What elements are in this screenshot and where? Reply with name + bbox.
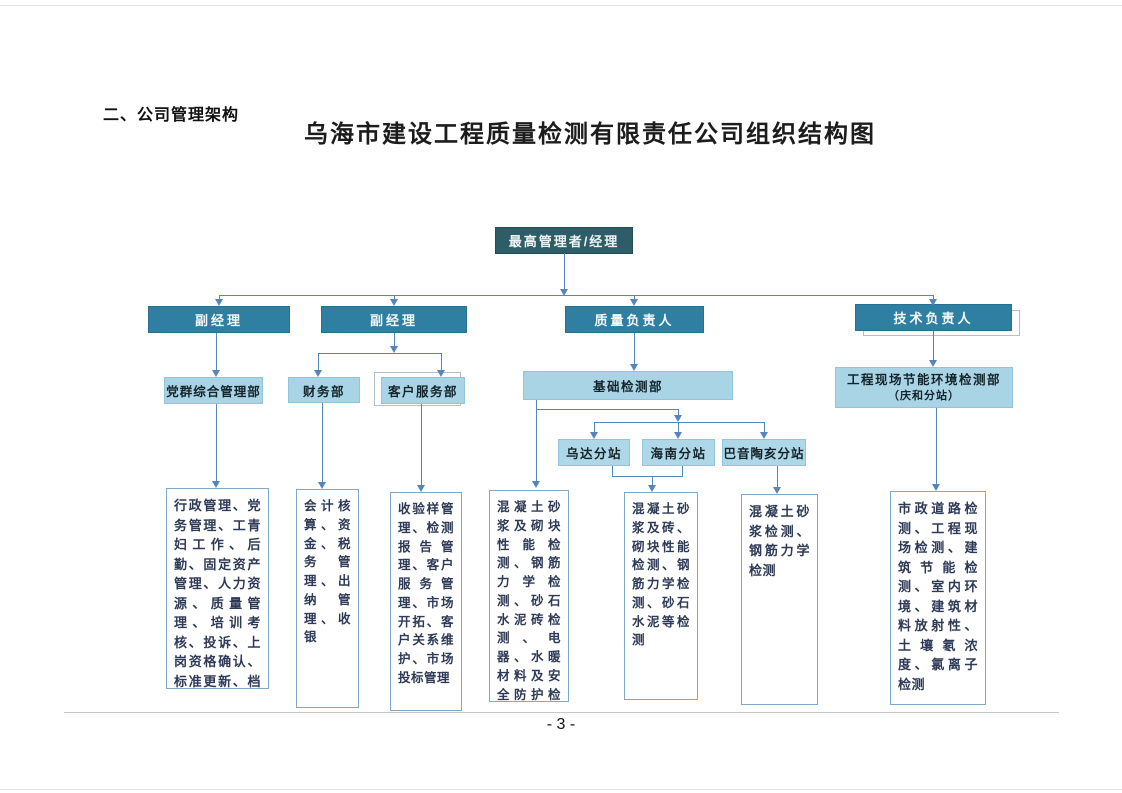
connector	[933, 331, 934, 360]
arrow-down-icon	[560, 289, 568, 296]
connector	[634, 295, 635, 299]
arrow-down-icon	[674, 415, 682, 422]
site-dept-label: 工程现场节能环境检测部	[846, 372, 1001, 387]
arrow-down-icon	[437, 370, 445, 377]
arrow-down-icon	[215, 299, 223, 306]
section-heading: 二、公司管理架构	[103, 107, 240, 124]
connector	[216, 404, 217, 481]
connector	[682, 466, 683, 476]
page-number: - 3 -	[546, 716, 576, 733]
connector	[764, 422, 765, 432]
duty-box-customer: 收验样管理、检测报告管理、客户服务管理、市场开拓、客户关系维护、市场投标管理	[390, 492, 462, 711]
arrow-down-icon	[390, 299, 398, 306]
chart-title: 乌海市建设工程质量检测有限责任公司组织结构图	[304, 121, 876, 148]
connector	[394, 295, 395, 299]
duty-box-bayintaohai: 混凝土砂浆检测、钢筋力学检测	[741, 494, 818, 705]
arrow-down-icon	[630, 364, 638, 371]
org-node-hainan-station: 海南分站	[642, 439, 715, 466]
connector	[933, 295, 934, 299]
connector	[678, 422, 679, 432]
org-node-customer-service-dept: 客户服务部	[381, 377, 465, 404]
connector	[536, 409, 678, 410]
connector	[536, 400, 537, 481]
duty-box-basic-testing: 混凝土砂浆及砌块性能检测、钢筋力学检测、砂石水泥砖检测、电器、水暖材料及安全防护…	[489, 490, 569, 702]
duty-box-site: 市政道路检测、工程现场检测、建筑节能检测、室内环境、建筑材料放射性、土壤氡浓度、…	[890, 491, 986, 705]
connector	[394, 333, 395, 346]
org-node-basic-testing-dept: 基础检测部	[523, 371, 733, 400]
connector	[318, 353, 319, 370]
connector	[634, 333, 635, 364]
page-bottom-edge	[0, 789, 1122, 790]
duty-box-finance: 会计核算、资金、税务管理、出纳管理、收银	[296, 489, 359, 708]
arrow-down-icon	[212, 370, 220, 377]
org-node-wuda-station: 乌达分站	[558, 439, 630, 466]
connector	[421, 404, 422, 485]
arrow-down-icon	[929, 360, 937, 367]
arrow-down-icon	[648, 485, 656, 492]
org-node-technical-manager: 技术负责人	[855, 304, 1012, 331]
connector	[777, 466, 778, 487]
org-node-top-manager: 最高管理者/经理	[495, 227, 633, 254]
org-node-deputy-manager-2: 副经理	[321, 306, 467, 333]
duty-box-party: 行政管理、党务管理、工青妇工作、后勤、固定资产管理、人力资源、质量管理、培训考核…	[166, 488, 269, 689]
arrow-down-icon	[212, 481, 220, 488]
connector	[612, 466, 613, 476]
arrow-down-icon	[630, 299, 638, 306]
connector	[322, 403, 323, 482]
connector	[612, 476, 683, 477]
arrow-down-icon	[532, 481, 540, 488]
org-node-finance-dept: 财务部	[288, 377, 360, 403]
arrow-down-icon	[590, 432, 598, 439]
connector	[678, 409, 679, 415]
page-top-edge	[0, 5, 1122, 6]
duty-box-wuda-hainan: 混凝土砂浆及砖、砌块性能检测、钢筋力学检测、砂石水泥等检测	[624, 492, 698, 700]
connector	[564, 253, 565, 289]
connector	[219, 295, 933, 296]
site-dept-sublabel: （庆和分站）	[888, 389, 960, 402]
connector	[441, 353, 442, 370]
org-node-site-energy-env-dept: 工程现场节能环境检测部 （庆和分站）	[835, 367, 1013, 408]
connector	[594, 422, 595, 432]
arrow-down-icon	[674, 432, 682, 439]
arrow-down-icon	[314, 370, 322, 377]
connector	[219, 295, 220, 299]
org-node-party-mass-dept: 党群综合管理部	[164, 377, 263, 404]
footer-divider	[64, 712, 1059, 713]
connector	[318, 353, 441, 354]
org-node-quality-manager: 质量负责人	[565, 306, 704, 333]
arrow-down-icon	[390, 346, 398, 353]
connector	[216, 333, 217, 370]
connector	[594, 422, 764, 423]
connector	[652, 476, 653, 485]
arrow-down-icon	[417, 485, 425, 492]
org-node-deputy-manager-1: 副经理	[148, 306, 290, 333]
arrow-down-icon	[932, 484, 940, 491]
connector	[936, 408, 937, 484]
arrow-down-icon	[760, 432, 768, 439]
org-node-bayintaohai-station: 巴音陶亥分站	[722, 439, 806, 466]
arrow-down-icon	[318, 482, 326, 489]
arrow-down-icon	[773, 487, 781, 494]
arrow-down-icon	[929, 299, 937, 306]
